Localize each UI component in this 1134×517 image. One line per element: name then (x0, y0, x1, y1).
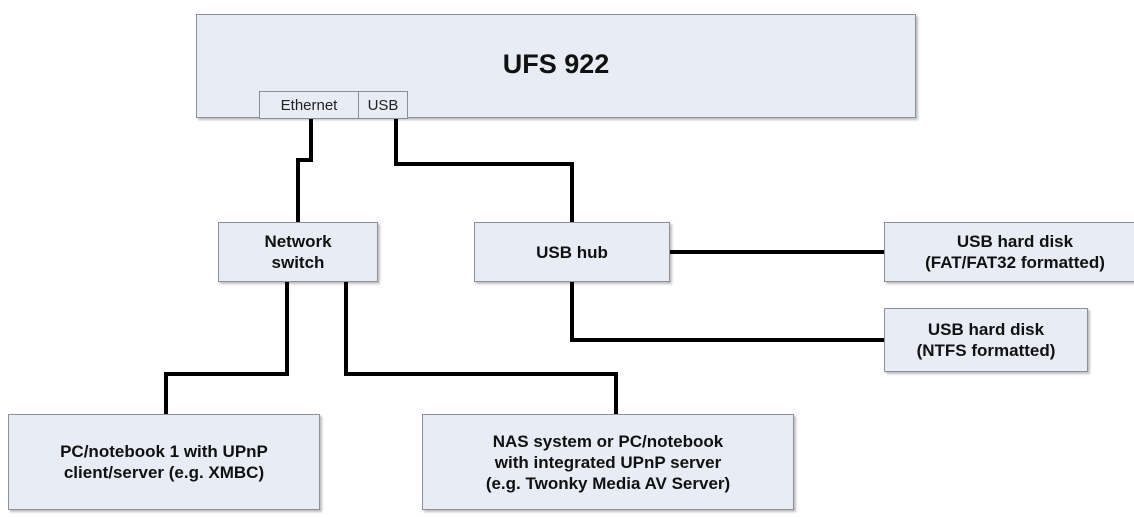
connector-hub-to-ntfs-disk (570, 280, 886, 342)
device-title: UFS 922 (502, 49, 610, 79)
pc-notebook-node: PC/notebook 1 with UPnP client/server (e… (8, 414, 320, 510)
usb-port: USB (358, 91, 408, 119)
connector-switch-to-pc (164, 280, 289, 416)
nas-system-node: NAS system or PC/notebook with integrate… (422, 414, 794, 510)
network-switch-node: Network switch (218, 222, 378, 282)
ufs-922-device: UFS 922 Ethernet USB (196, 14, 916, 119)
usb-disk-ntfs-node: USB hard disk (NTFS formatted) (884, 308, 1088, 372)
connector-ethernet-to-switch (296, 116, 313, 224)
ethernet-port: Ethernet (259, 91, 359, 119)
usb-disk-fat-node: USB hard disk (FAT/FAT32 formatted) (884, 222, 1134, 282)
connector-usb-to-hub (394, 116, 574, 224)
usb-hub-node: USB hub (474, 222, 670, 282)
connector-switch-to-nas (344, 280, 618, 416)
